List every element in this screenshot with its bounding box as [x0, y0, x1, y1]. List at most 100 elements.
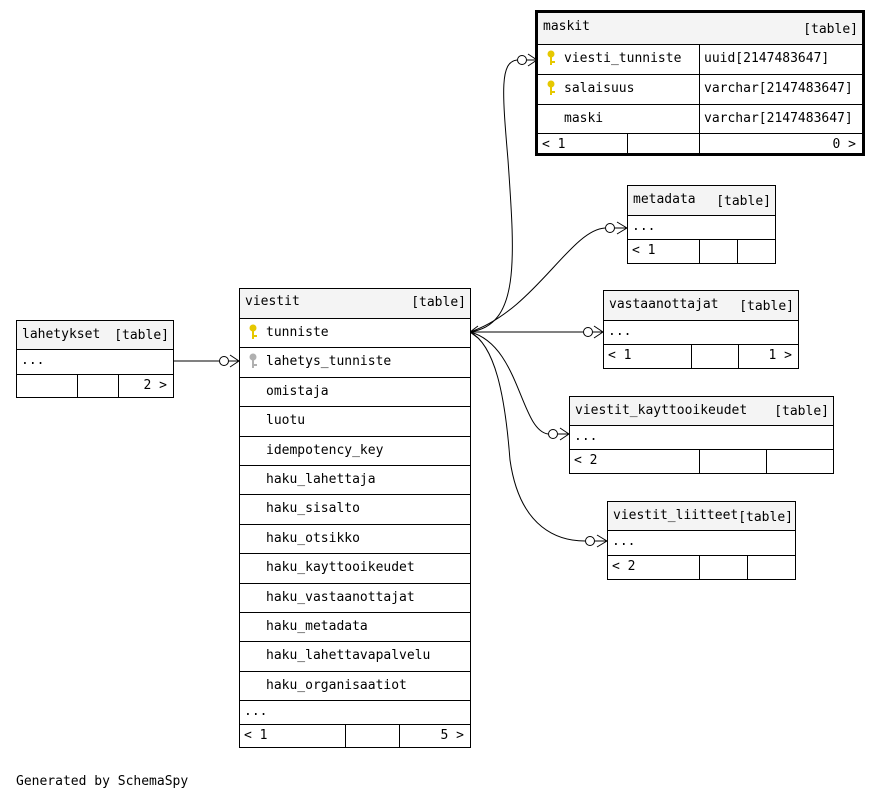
- more-columns: ...: [17, 350, 173, 375]
- column-type: uuid[2147483647]: [704, 51, 830, 66]
- edge-viestit-kayttooikeudet: [469, 331, 549, 435]
- column-type: varchar[2147483647]: [704, 81, 853, 96]
- column-row: haku_sisalto: [240, 495, 470, 525]
- column-name: haku_kayttooikeudet: [266, 560, 415, 576]
- edge-viestit-metadata: [469, 227, 606, 333]
- table-viestit-kayttooikeudet[interactable]: viestit_kayttooikeudet [table] ... < 2: [569, 396, 834, 474]
- column-row: salaisuus varchar[2147483647]: [538, 75, 862, 105]
- children-count[interactable]: 0 >: [832, 137, 856, 152]
- column-name: viesti_tunniste: [564, 51, 682, 66]
- table-header: viestit_kayttooikeudet [table]: [570, 397, 833, 426]
- children-count[interactable]: 2 >: [143, 378, 167, 393]
- column-name: haku_vastaanottajat: [266, 589, 415, 605]
- optional-marker: [219, 356, 229, 366]
- table-name: vastaanottajat: [609, 297, 719, 312]
- table-kind: [table]: [114, 328, 169, 343]
- parents-count[interactable]: < 2: [612, 559, 636, 574]
- more-columns: ...: [608, 531, 795, 556]
- table-header: vastaanottajat [table]: [604, 291, 798, 321]
- optional-marker: [583, 327, 593, 337]
- column-name: omistaja: [266, 383, 329, 399]
- table-header: lahetykset [table]: [17, 321, 173, 350]
- table-kind: [table]: [716, 194, 771, 209]
- column-name: maski: [564, 111, 604, 126]
- column-row: haku_lahettaja: [240, 466, 470, 496]
- column-row: idempotency_key: [240, 437, 470, 466]
- optional-marker: [605, 223, 615, 233]
- table-maskit[interactable]: maskit [table] viesti_tunniste uuid[2147…: [535, 10, 865, 156]
- children-count[interactable]: 5 >: [440, 728, 464, 744]
- primary-key-icon: [547, 80, 555, 95]
- optional-marker: [585, 536, 595, 546]
- table-footer: < 2: [608, 556, 795, 579]
- more-columns: ...: [628, 216, 775, 240]
- many-marker: [593, 325, 604, 339]
- table-kind: [table]: [774, 404, 829, 419]
- table-viestit-liitteet[interactable]: viestit_liitteet [table] ... < 2: [607, 501, 796, 580]
- column-row: haku_kayttooikeudet: [240, 554, 470, 584]
- column-row: viesti_tunniste uuid[2147483647]: [538, 45, 862, 75]
- more-columns: ...: [240, 701, 470, 726]
- table-footer: < 1 5 >: [240, 725, 470, 749]
- more-columns: ...: [570, 426, 833, 450]
- column-name: haku_otsikko: [266, 530, 360, 546]
- many-marker: [595, 534, 608, 548]
- column-name: tunniste: [266, 325, 329, 340]
- table-name: maskit: [543, 19, 590, 34]
- primary-key-icon: [249, 324, 257, 339]
- edge-viestit-maskit: [469, 59, 518, 333]
- table-vastaanottajat[interactable]: vastaanottajat [table] ... < 1 1 >: [603, 290, 799, 369]
- table-header: metadata [table]: [628, 186, 775, 216]
- table-name: lahetykset: [22, 327, 101, 342]
- column-name: salaisuus: [564, 81, 635, 96]
- column-row: haku_organisaatiot: [240, 672, 470, 702]
- parents-count[interactable]: < 1: [542, 137, 566, 152]
- table-header: maskit [table]: [538, 13, 862, 45]
- column-name: haku_sisalto: [266, 501, 360, 517]
- column-name: idempotency_key: [266, 442, 384, 458]
- parents-count[interactable]: < 1: [608, 348, 632, 363]
- edge-viestit-liitteet: [469, 331, 586, 542]
- generated-by-note: Generated by SchemaSpy: [16, 774, 189, 789]
- column-name: haku_lahettaja: [266, 471, 376, 487]
- column-row: maski varchar[2147483647]: [538, 105, 862, 134]
- table-footer: < 1 0 >: [538, 134, 862, 156]
- table-footer: 2 >: [17, 375, 173, 397]
- column-row: haku_lahettavapalvelu: [240, 642, 470, 672]
- column-row: lahetys_tunniste: [240, 348, 470, 378]
- table-kind: [table]: [803, 22, 858, 37]
- table-name: metadata: [633, 192, 696, 207]
- more-columns: ...: [604, 321, 798, 345]
- table-lahetykset[interactable]: lahetykset [table] ... 2 >: [16, 320, 174, 398]
- many-marker: [615, 221, 628, 235]
- primary-key-icon: [547, 50, 555, 65]
- parents-count[interactable]: < 2: [574, 453, 598, 468]
- column-name: haku_organisaatiot: [266, 677, 407, 693]
- table-kind: [table]: [411, 295, 466, 310]
- table-footer: < 2: [570, 450, 833, 473]
- column-name: haku_lahettavapalvelu: [266, 648, 431, 664]
- column-row: haku_metadata: [240, 613, 470, 643]
- parents-count[interactable]: < 1: [244, 728, 268, 744]
- table-name: viestit_kayttooikeudet: [575, 403, 748, 418]
- table-footer: < 1: [628, 240, 775, 263]
- column-name: haku_metadata: [266, 618, 368, 634]
- column-name: lahetys_tunniste: [266, 354, 392, 370]
- table-name: viestit_liitteet: [613, 508, 739, 523]
- table-kind: [table]: [738, 510, 793, 525]
- table-header: viestit [table]: [240, 289, 470, 319]
- table-header: viestit_liitteet [table]: [608, 502, 795, 531]
- column-row: omistaja: [240, 378, 470, 408]
- children-count[interactable]: 1 >: [768, 348, 792, 363]
- parents-count[interactable]: < 1: [632, 243, 656, 258]
- many-marker: [229, 354, 240, 368]
- optional-marker: [517, 55, 527, 65]
- table-viestit[interactable]: viestit [table] tunniste lahetys_tunniste…: [239, 288, 471, 749]
- foreign-key-icon: [249, 353, 257, 369]
- optional-marker: [548, 429, 558, 439]
- table-metadata[interactable]: metadata [table] ... < 1: [627, 185, 776, 264]
- column-name: luotu: [266, 413, 306, 429]
- table-name: viestit: [245, 294, 300, 309]
- column-row: haku_otsikko: [240, 525, 470, 555]
